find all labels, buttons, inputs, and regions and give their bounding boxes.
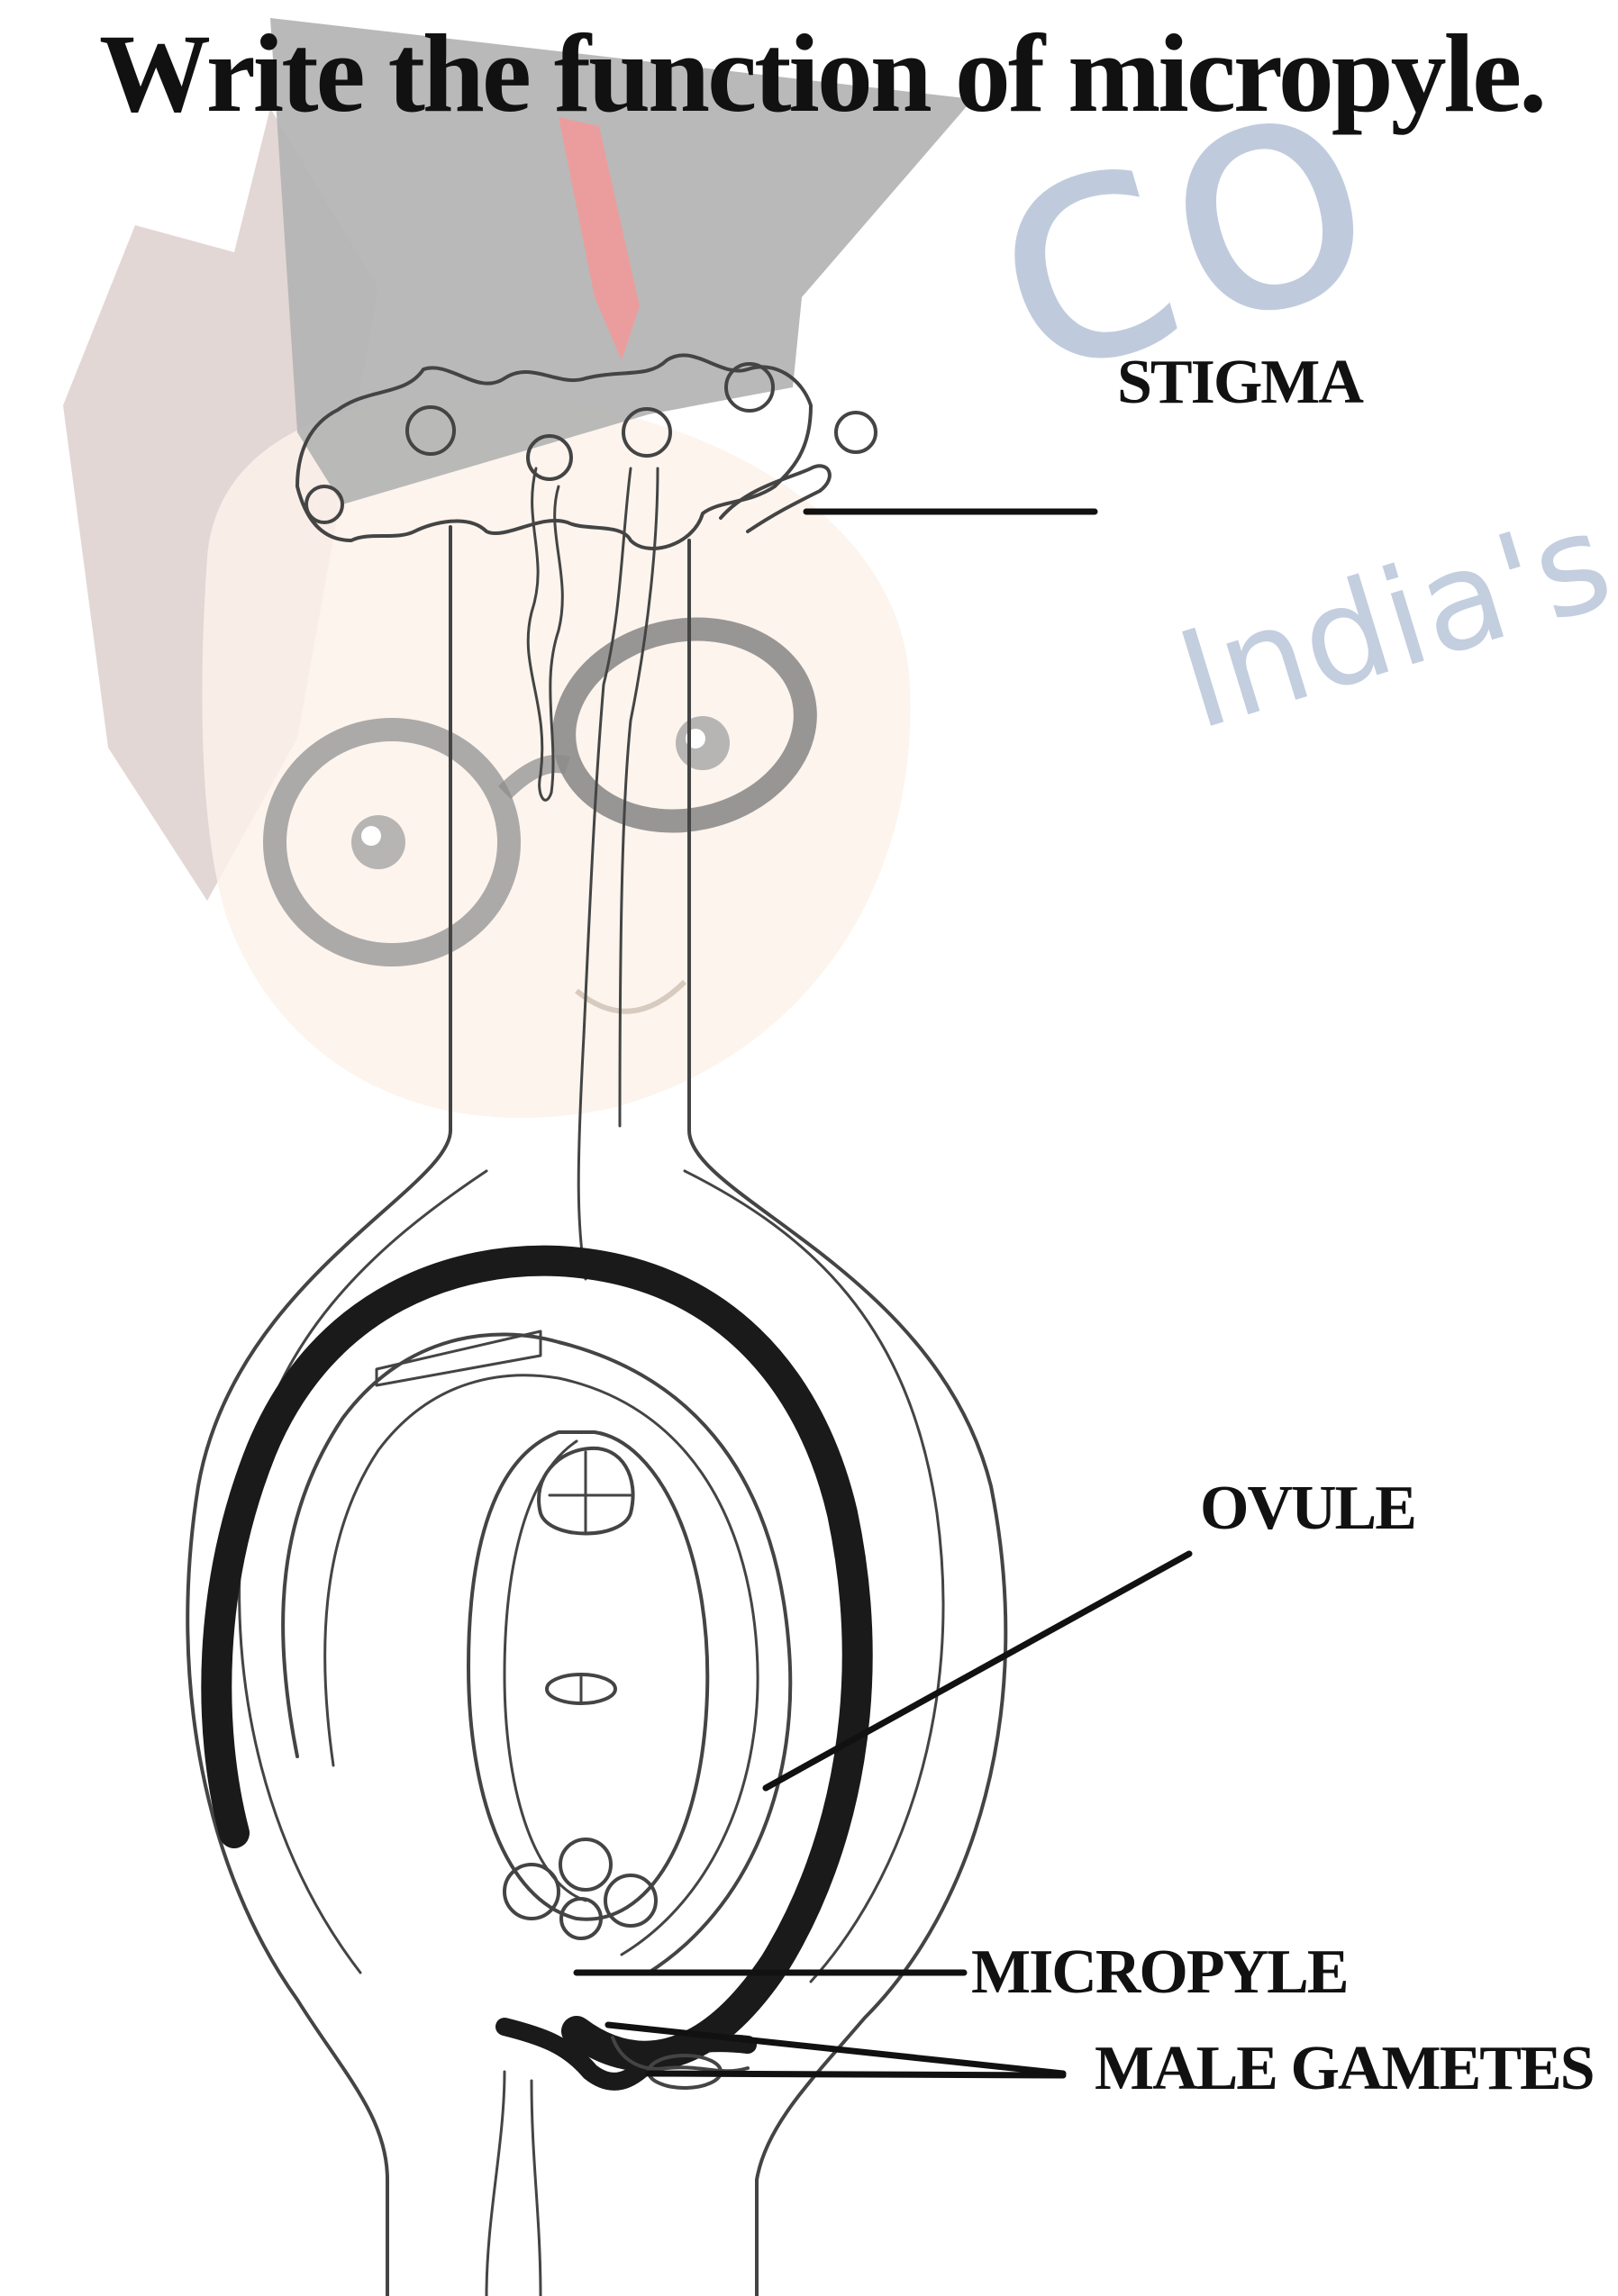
question-title: Write the function of micropyle.	[99, 18, 1618, 130]
pollen-grain	[306, 486, 342, 522]
ovary-left-inner-wall	[240, 1171, 486, 1973]
egg-cell	[560, 1839, 611, 1890]
stalk	[486, 2072, 504, 2296]
label-male-gametes: MALE GAMETES	[1095, 2037, 1594, 2101]
male-gametes-leader-line-2	[649, 2074, 1063, 2075]
ovule-leader-line	[766, 1554, 1189, 1788]
label-micropyle: MICROPYLE	[971, 1941, 1348, 2004]
pollen-grain	[623, 409, 670, 456]
pollen-tube	[528, 468, 562, 800]
pollen-grain	[726, 364, 773, 411]
pollen-cluster	[721, 466, 830, 531]
synergid-cell	[605, 1875, 656, 1926]
label-stigma: STIGMA	[1117, 351, 1362, 414]
pollen-tube	[620, 468, 658, 1126]
pollen-grain	[836, 413, 876, 452]
stalk	[532, 2081, 541, 2296]
embryo-sac-inner	[504, 1441, 586, 1901]
outer-integument	[216, 1261, 857, 2056]
pollen-grain	[407, 407, 454, 454]
antipodal-divider	[550, 1452, 631, 1531]
label-ovule: OVULE	[1200, 1477, 1415, 1540]
inner-integument	[283, 1334, 790, 1973]
